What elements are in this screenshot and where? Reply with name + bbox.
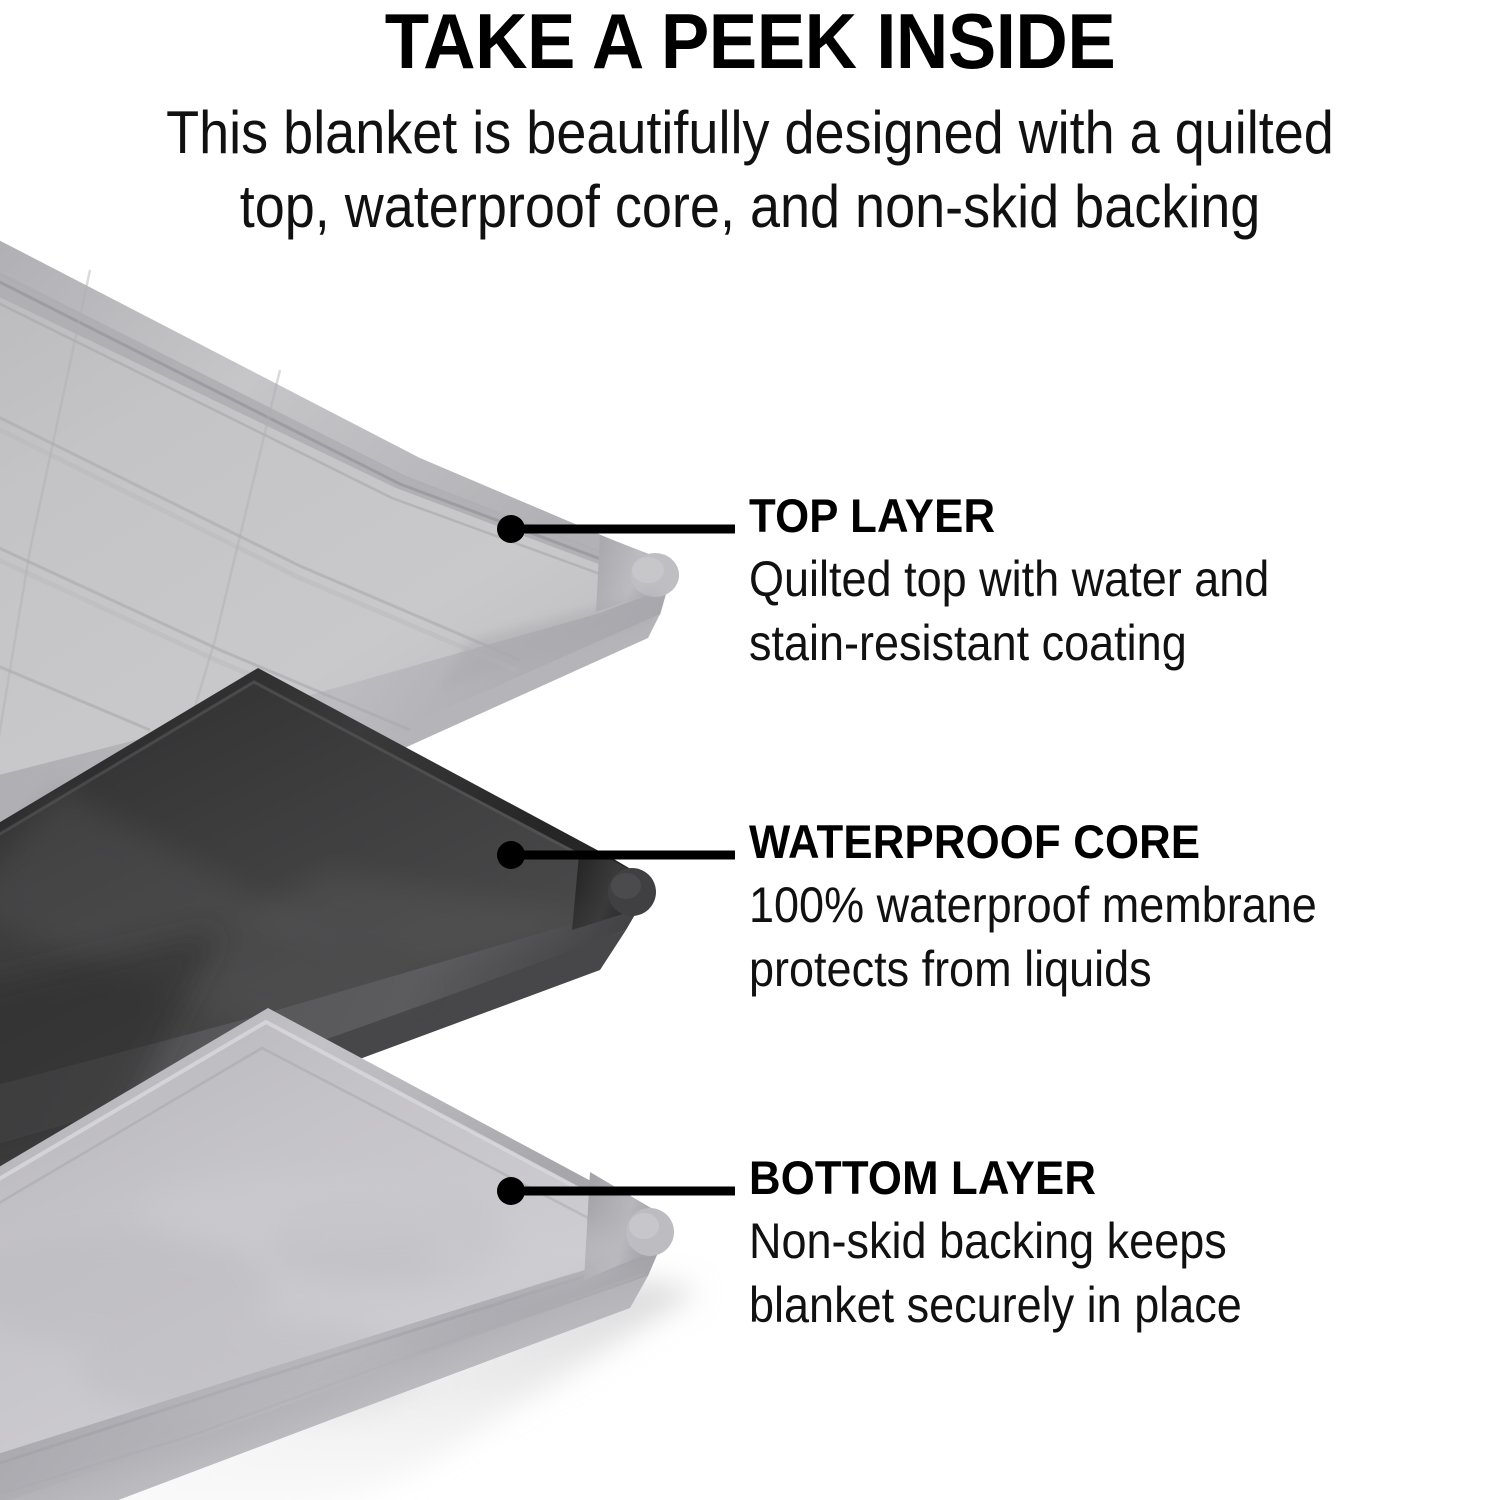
callout-body-line-1: Non-skid backing keeps [749, 1213, 1227, 1269]
callout-body-line-2: stain-resistant coating [749, 615, 1187, 671]
callout-body-bottom-layer: Non-skid backing keeps blanket securely … [749, 1209, 1242, 1337]
callout-body-line-1: 100% waterproof membrane [749, 877, 1317, 933]
bottom-layer-shape [0, 1008, 700, 1500]
layered-blanket-illustration [0, 240, 700, 1500]
subtitle-line-1: This blanket is beautifully designed wit… [166, 99, 1334, 166]
leader-line-waterproof-core [497, 841, 735, 869]
leader-line-bottom-layer [497, 1177, 735, 1205]
callout-body-waterproof-core: 100% waterproof membrane protects from l… [749, 873, 1317, 1001]
callout-body-line-2: blanket securely in place [749, 1277, 1242, 1333]
callout-heading-top-layer: TOP LAYER [749, 489, 996, 542]
callout-body-top-layer: Quilted top with water and stain-resista… [749, 547, 1269, 675]
callout-body-line-1: Quilted top with water and [749, 551, 1270, 607]
callout-heading-waterproof-core: WATERPROOF CORE [749, 815, 1201, 868]
header: TAKE A PEEK INSIDE This blanket is beaut… [0, 0, 1500, 244]
product-image [0, 230, 760, 1500]
callout-heading-bottom-layer: BOTTOM LAYER [749, 1151, 1097, 1204]
page-subtitle: This blanket is beautifully designed wit… [75, 96, 1425, 244]
callout-body-line-2: protects from liquids [749, 941, 1152, 997]
page-title: TAKE A PEEK INSIDE [384, 0, 1116, 85]
leader-line-top-layer [497, 515, 735, 543]
subtitle-line-2: top, waterproof core, and non-skid backi… [239, 173, 1261, 240]
